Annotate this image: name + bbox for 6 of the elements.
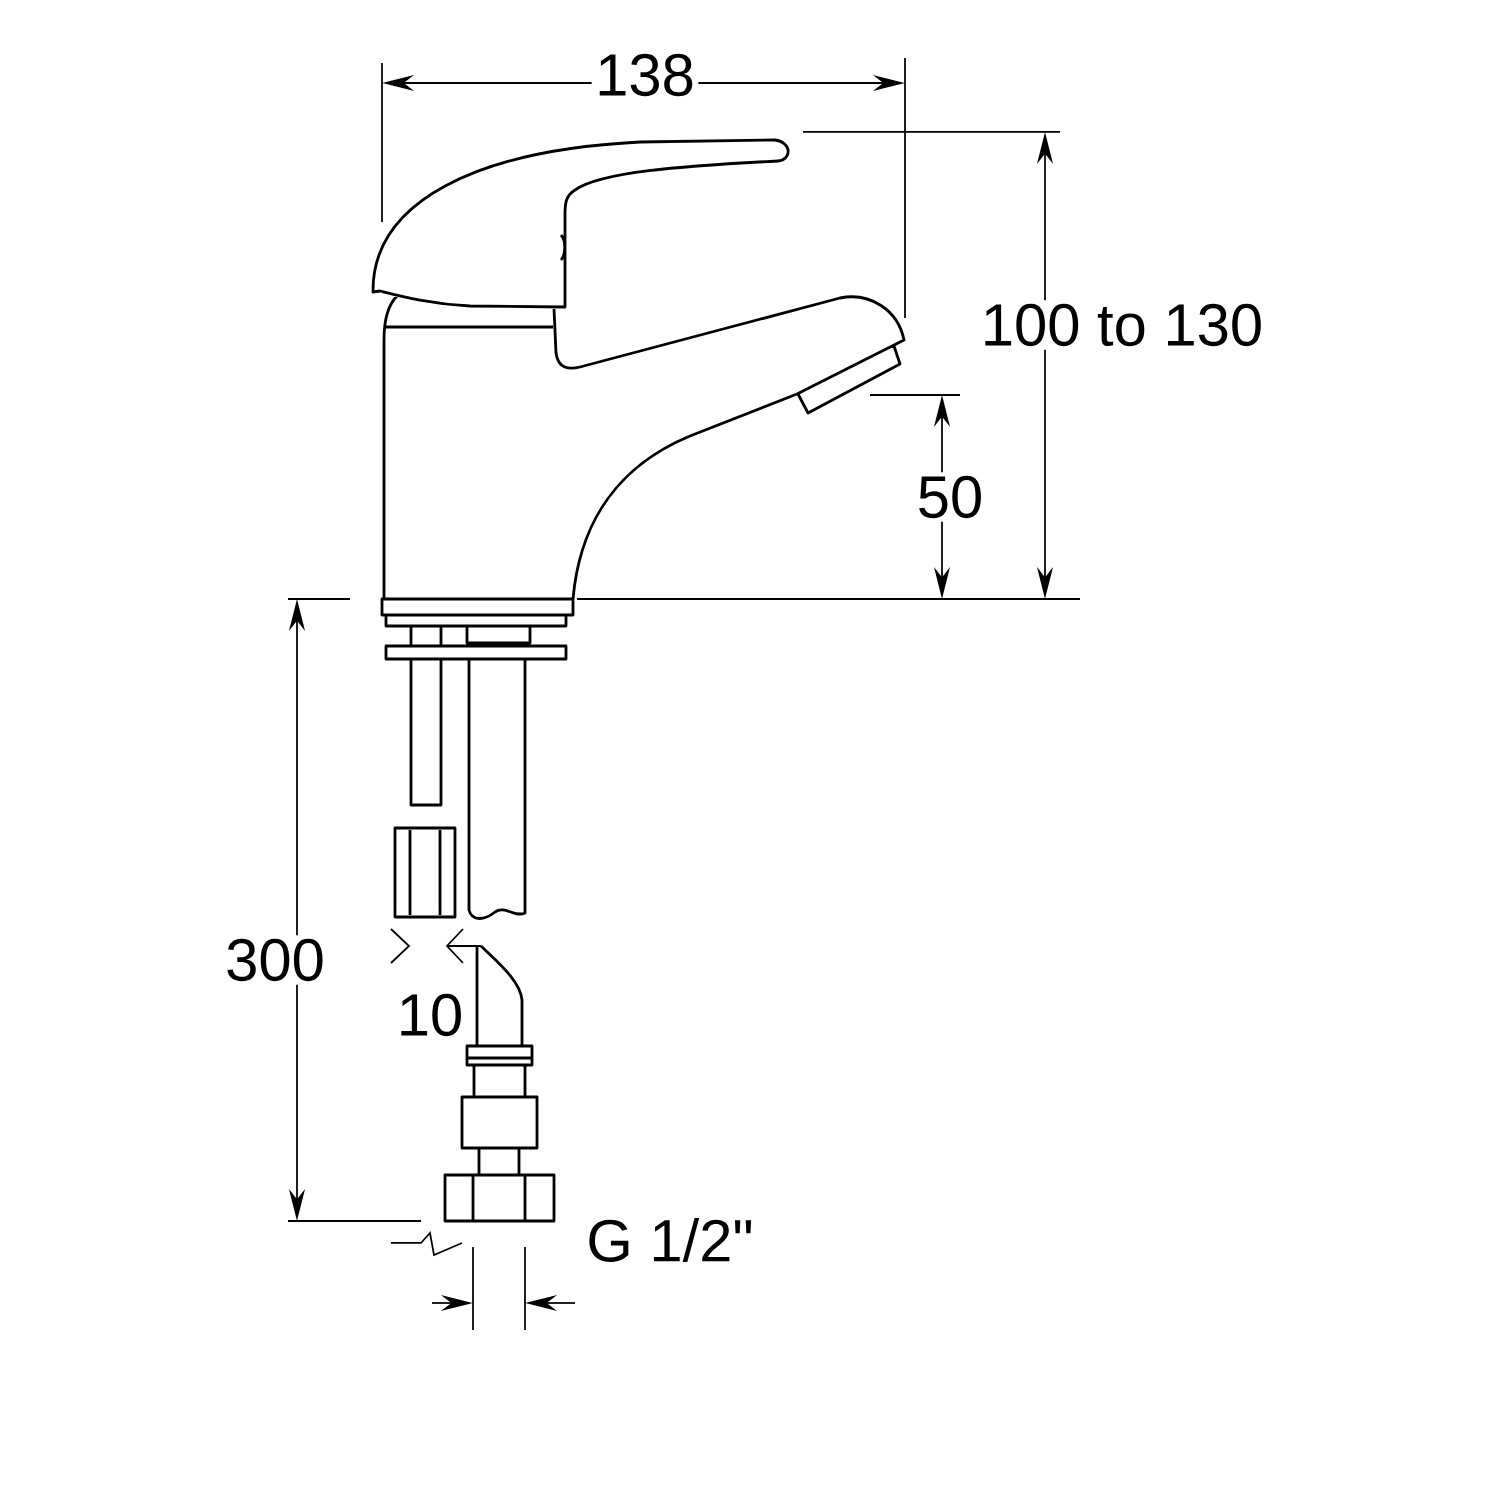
dimension-label: 300: [221, 935, 329, 985]
dimension-label: 100 to 130: [977, 300, 1267, 350]
dimension-label: 50: [913, 472, 987, 522]
dimension-label: 138: [591, 50, 699, 100]
dimension-label: G 1/2": [582, 1214, 758, 1266]
dimension-label: 10: [401, 993, 461, 1037]
